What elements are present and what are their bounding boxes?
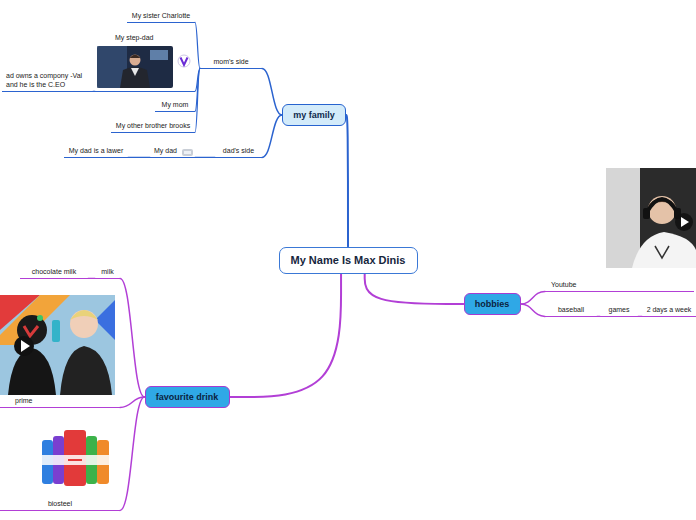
subtopic: My dad <box>150 145 195 158</box>
prime-bottle <box>52 320 60 342</box>
subtopic-label: Youtube <box>551 280 576 289</box>
branch-connector <box>120 397 145 510</box>
subtopic: Youtube <box>545 279 694 292</box>
branch-connector <box>88 278 95 279</box>
man-suit <box>120 67 150 88</box>
boy-shirt <box>632 232 696 268</box>
subtopic: My other brother brooks <box>111 120 195 133</box>
right-person-head <box>70 310 98 338</box>
company-logo <box>181 58 188 66</box>
shirt-logo <box>655 246 669 258</box>
topic-label: My Name Is Max Dinis <box>291 253 406 267</box>
man-shirt <box>131 68 139 76</box>
subtopic-label: My dad <box>154 146 177 155</box>
dad-icon-inner <box>184 151 191 154</box>
branch-connector <box>195 68 200 132</box>
branch-connector <box>120 278 145 397</box>
play-button <box>675 213 693 231</box>
man-head <box>130 55 141 66</box>
video-thumbnail <box>97 46 173 88</box>
subtopic-label: dad's side <box>223 146 254 155</box>
subtopic: dad's side <box>215 145 262 158</box>
headphone-cup <box>643 208 650 219</box>
branch-connector <box>346 115 348 247</box>
subtopic-label: baseball <box>558 305 584 314</box>
play-button <box>14 336 34 356</box>
video-screen <box>150 50 168 60</box>
topic-label: favourite drink <box>156 392 219 403</box>
branch-connector <box>262 68 282 115</box>
subtopic-label: mom's side <box>213 57 248 66</box>
subtopic: chocolate milk <box>20 266 88 279</box>
branch-connector <box>195 157 215 158</box>
color-stripe <box>0 295 70 345</box>
main-topic: my family <box>282 104 346 126</box>
right-person-jacket <box>60 346 112 395</box>
branch-connector <box>128 157 150 158</box>
subtopic-label: My step-dad <box>115 33 154 42</box>
bottle-label <box>42 455 109 465</box>
youtube-thumbnail <box>606 168 696 268</box>
subtopic: mom's side <box>200 56 262 69</box>
subtopic: My mom <box>155 99 195 112</box>
subtopic-label: ad owns a compony -Val and he is the C.E… <box>6 71 89 89</box>
subtopic-label: milk <box>101 267 113 276</box>
play-icon <box>681 217 689 227</box>
label-mark <box>68 459 82 461</box>
headphones <box>647 199 677 212</box>
window-light <box>606 168 640 268</box>
subtopic: My sister Charlotte <box>127 10 195 23</box>
branch-connector <box>262 115 282 157</box>
subtopic-label: biosteel <box>48 499 72 508</box>
topic-label: my family <box>293 110 335 121</box>
main-topic: favourite drink <box>145 386 230 408</box>
subtopic: 2 days a week <box>642 304 696 317</box>
branch-connector <box>230 274 342 398</box>
branch-connector <box>521 304 546 316</box>
dad-icon <box>182 149 193 156</box>
branch-connector <box>365 274 464 305</box>
left-person-body <box>8 348 56 395</box>
prime-image <box>0 295 115 395</box>
subtopic: prime <box>0 291 120 408</box>
man-hair <box>130 55 141 59</box>
subtopic-label: chocolate milk <box>32 267 76 276</box>
subtopic: My step-dad <box>95 33 195 92</box>
central-topic: My Name Is Max Dinis <box>279 247 418 274</box>
company-badge <box>178 55 190 67</box>
main-topic: hobbies <box>464 293 521 315</box>
face-paint <box>24 326 38 336</box>
topic-label: hobbies <box>475 299 510 310</box>
play-icon <box>21 340 30 352</box>
subtopic-label: My dad is a lawer <box>69 146 123 155</box>
subtopic: baseball <box>545 304 597 317</box>
subtopic-label: 2 days a week <box>647 305 692 314</box>
subtopic-label: My mom <box>162 100 189 109</box>
subtopic-label: prime <box>15 396 33 405</box>
boy-head <box>648 196 676 224</box>
subtopic: games <box>600 304 638 317</box>
subtopic-label: My other brother brooks <box>116 121 190 130</box>
right-person-hair <box>70 310 98 320</box>
subtopic: milk <box>95 266 120 279</box>
face-paint <box>37 315 43 321</box>
branch-connector <box>521 291 546 304</box>
subtopic: ad owns a compony -Val and he is the C.E… <box>2 70 93 92</box>
subtopic-label: My sister Charlotte <box>132 11 190 20</box>
subtopic-label: games <box>608 305 629 314</box>
subtopic: My dad is a lawer <box>64 145 128 158</box>
subtopic: biosteel <box>0 426 120 511</box>
